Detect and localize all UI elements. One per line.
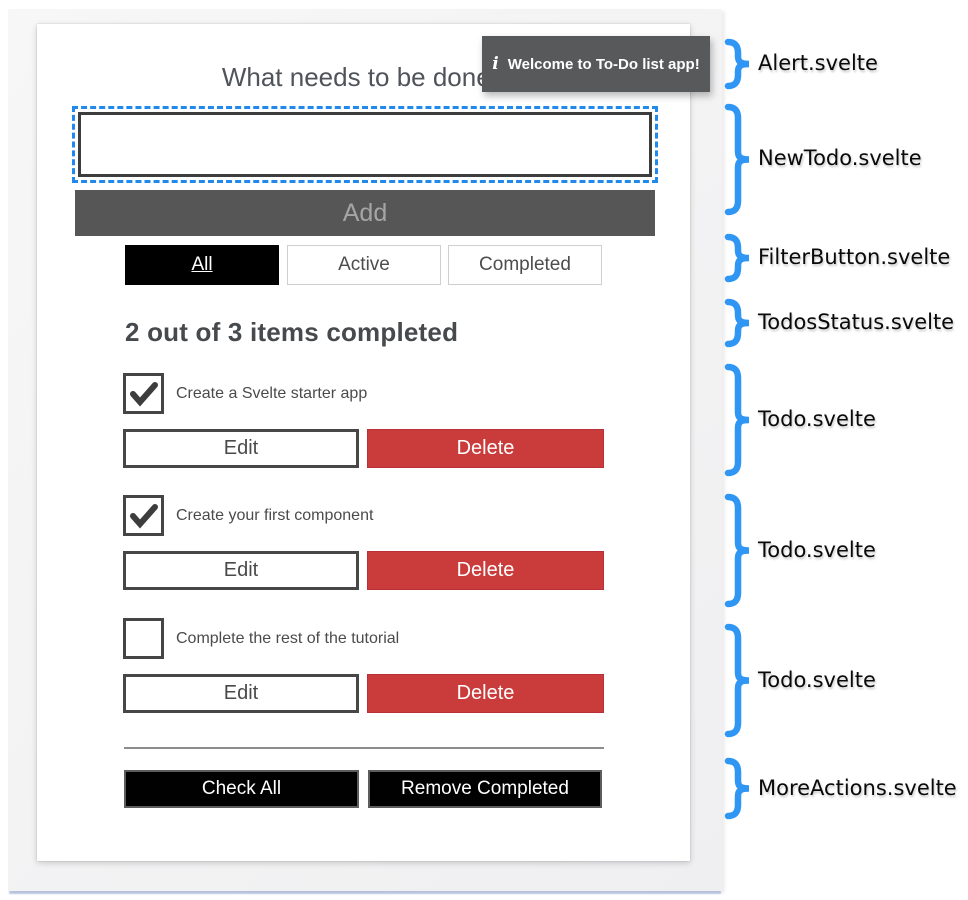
todo-checkbox[interactable] [123,373,164,414]
filter-button-completed[interactable]: Completed [448,245,602,285]
todo-label: Complete the rest of the tutorial [176,630,400,647]
edit-button[interactable]: Edit [123,674,359,713]
check-icon [129,381,158,407]
filter-all-label: All [191,254,213,275]
info-icon: i [492,54,499,74]
todos-status-heading: 2 out of 3 items completed [125,317,459,347]
annotation-label: MoreActions.svelte [758,775,957,800]
alert-message: Welcome to To-Do list app! [507,55,700,73]
filter-button-active[interactable]: Active [287,245,441,285]
delete-button[interactable]: Delete [367,674,604,713]
brace-bracket [724,38,750,90]
brace-bracket [724,757,750,820]
annotation-label: Todo.svelte [758,407,876,431]
check-all-button[interactable]: Check All [124,770,359,808]
check-icon [129,503,158,529]
annotation-label: Todo.svelte [758,667,876,692]
app-heading: What needs to be done? [221,62,506,92]
todos-divider [124,747,604,749]
edit-button[interactable]: Edit [123,429,359,468]
brace-bracket [724,493,750,608]
todo-label: Create your first component [176,507,374,524]
new-todo-input[interactable] [72,106,658,183]
todo-checkbox[interactable] [123,495,164,536]
brace-bracket [724,623,750,738]
annotation-label: Todo.svelte [758,537,876,562]
todo-checkbox[interactable] [123,618,164,659]
brace-bracket [724,233,750,283]
brace-bracket [724,298,750,348]
todo-item: Create a Svelte starter app Edit Delete [123,373,604,473]
edit-button[interactable]: Edit [123,551,359,590]
brace-bracket [724,363,750,477]
todo-label: Create a Svelte starter app [176,385,368,402]
delete-button[interactable]: Delete [367,551,604,590]
filter-button-all[interactable]: All [125,245,279,285]
todo-item: Create your first component Edit Delete [123,495,604,595]
annotation-label: TodosStatus.svelte [758,310,955,334]
filter-button-group: All Active Completed [125,245,602,285]
annotation-label: FilterButton.svelte [758,245,951,269]
annotation-label: Alert.svelte [758,51,878,75]
add-button[interactable]: Add [75,190,655,236]
delete-button[interactable]: Delete [367,429,604,468]
annotation-label: NewTodo.svelte [758,146,922,170]
todo-app-card: i Welcome to To-Do list app! What needs … [37,24,710,861]
alert-toast[interactable]: i Welcome to To-Do list app! [482,36,710,92]
brace-bracket [724,103,750,216]
remove-completed-button[interactable]: Remove Completed [368,770,602,808]
app-background-panel: i Welcome to To-Do list app! What needs … [8,9,722,891]
todo-item: Complete the rest of the tutorial Edit D… [123,618,604,718]
more-actions-bar: Check All Remove Completed [124,770,605,808]
